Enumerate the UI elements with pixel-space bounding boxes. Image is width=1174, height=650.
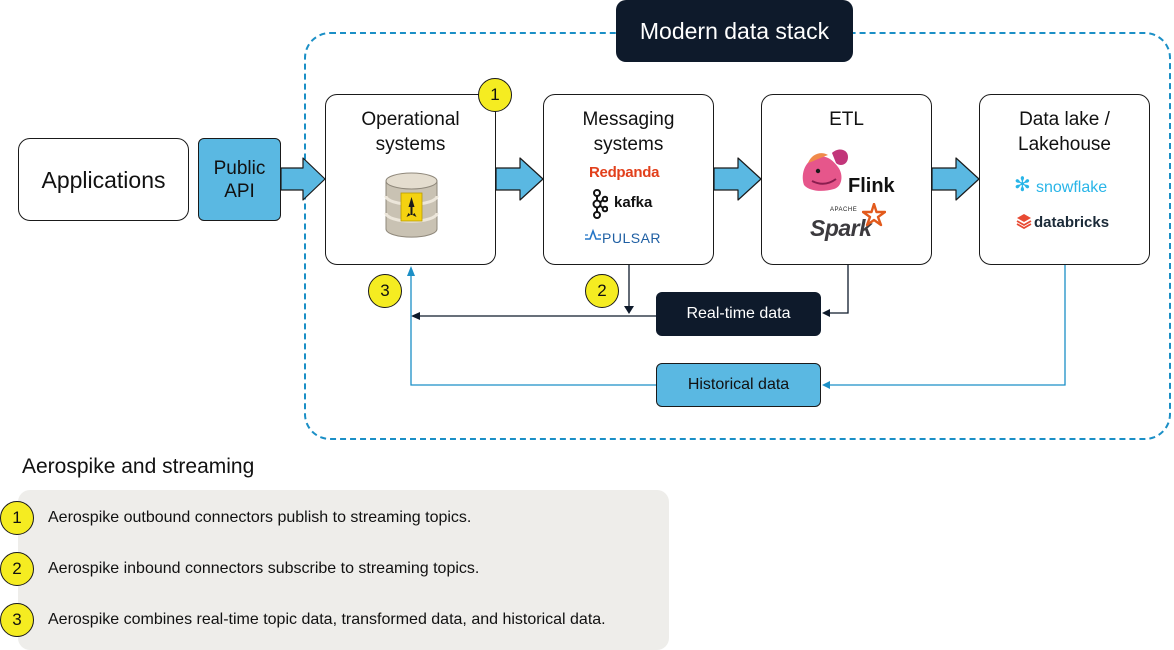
apache-label: APACHE [830,207,858,213]
snowflake-logo: snowflake [1036,179,1108,196]
line-lakehouse-to-historical [830,264,1066,386]
historical-data-label: Historical data [656,363,821,407]
public-api-label: Public API [213,157,266,202]
spark-logo: Spark [810,215,872,241]
flink-logo: Flink [848,175,895,197]
spark-star-icon [862,203,886,227]
arrow-operational-to-messaging [495,157,544,201]
legend-panel [18,490,669,650]
legend-text-1: Aerospike outbound connectors publish to… [48,509,472,526]
databricks-logo: databricks [1034,214,1110,231]
kafka-logo: kafka [614,194,653,211]
realtime-data-label: Real-time data [656,292,821,336]
step-3-badge: 3 [368,274,402,308]
line-historical-to-operational [410,274,656,386]
operational-systems-box: Operational systems [325,94,496,265]
arrow-messaging-to-etl [713,157,762,201]
legend-badge-3: 3 [0,603,34,637]
snowflake-icon: ✻ [1014,174,1031,196]
messaging-systems-title: Messaging systems [582,109,675,155]
lakehouse-box: Data lake / Lakehouse ✻ snowflake databr… [979,94,1150,265]
step-1-badge: 1 [478,78,512,112]
lakehouse-title: Data lake / Lakehouse [1018,109,1111,155]
legend-title: Aerospike and streaming [22,455,255,478]
pulsar-icon [585,228,601,240]
arrow-api-to-operational [280,157,326,201]
flink-squirrel-icon [802,149,848,191]
etl-title: ETL [829,109,864,130]
public-api-box: Public API [198,138,281,221]
modern-data-stack-label: Modern data stack [616,0,853,62]
messaging-systems-box: Messaging systems Redpanda kafka PULSAR [543,94,714,265]
legend-badge-1: 1 [0,501,34,535]
operational-systems-title: Operational systems [361,109,460,155]
legend-badge-2: 2 [0,552,34,586]
legend-text-3: Aerospike combines real-time topic data,… [48,611,606,628]
applications-label: Applications [41,167,166,193]
line-etl-to-realtime [830,264,849,314]
etl-box: ETL Flink APACHE Spark [761,94,932,265]
arrow-etl-to-lakehouse [931,157,980,201]
applications-box: Applications [18,138,189,221]
legend-text-2: Aerospike inbound connectors subscribe t… [48,560,480,577]
redpanda-logo: Redpanda [589,164,660,181]
pulsar-logo: PULSAR [602,230,662,246]
step-2-badge: 2 [585,274,619,308]
aerospike-database-icon [384,172,439,238]
kafka-icon [592,189,608,219]
databricks-icon [1016,214,1032,229]
